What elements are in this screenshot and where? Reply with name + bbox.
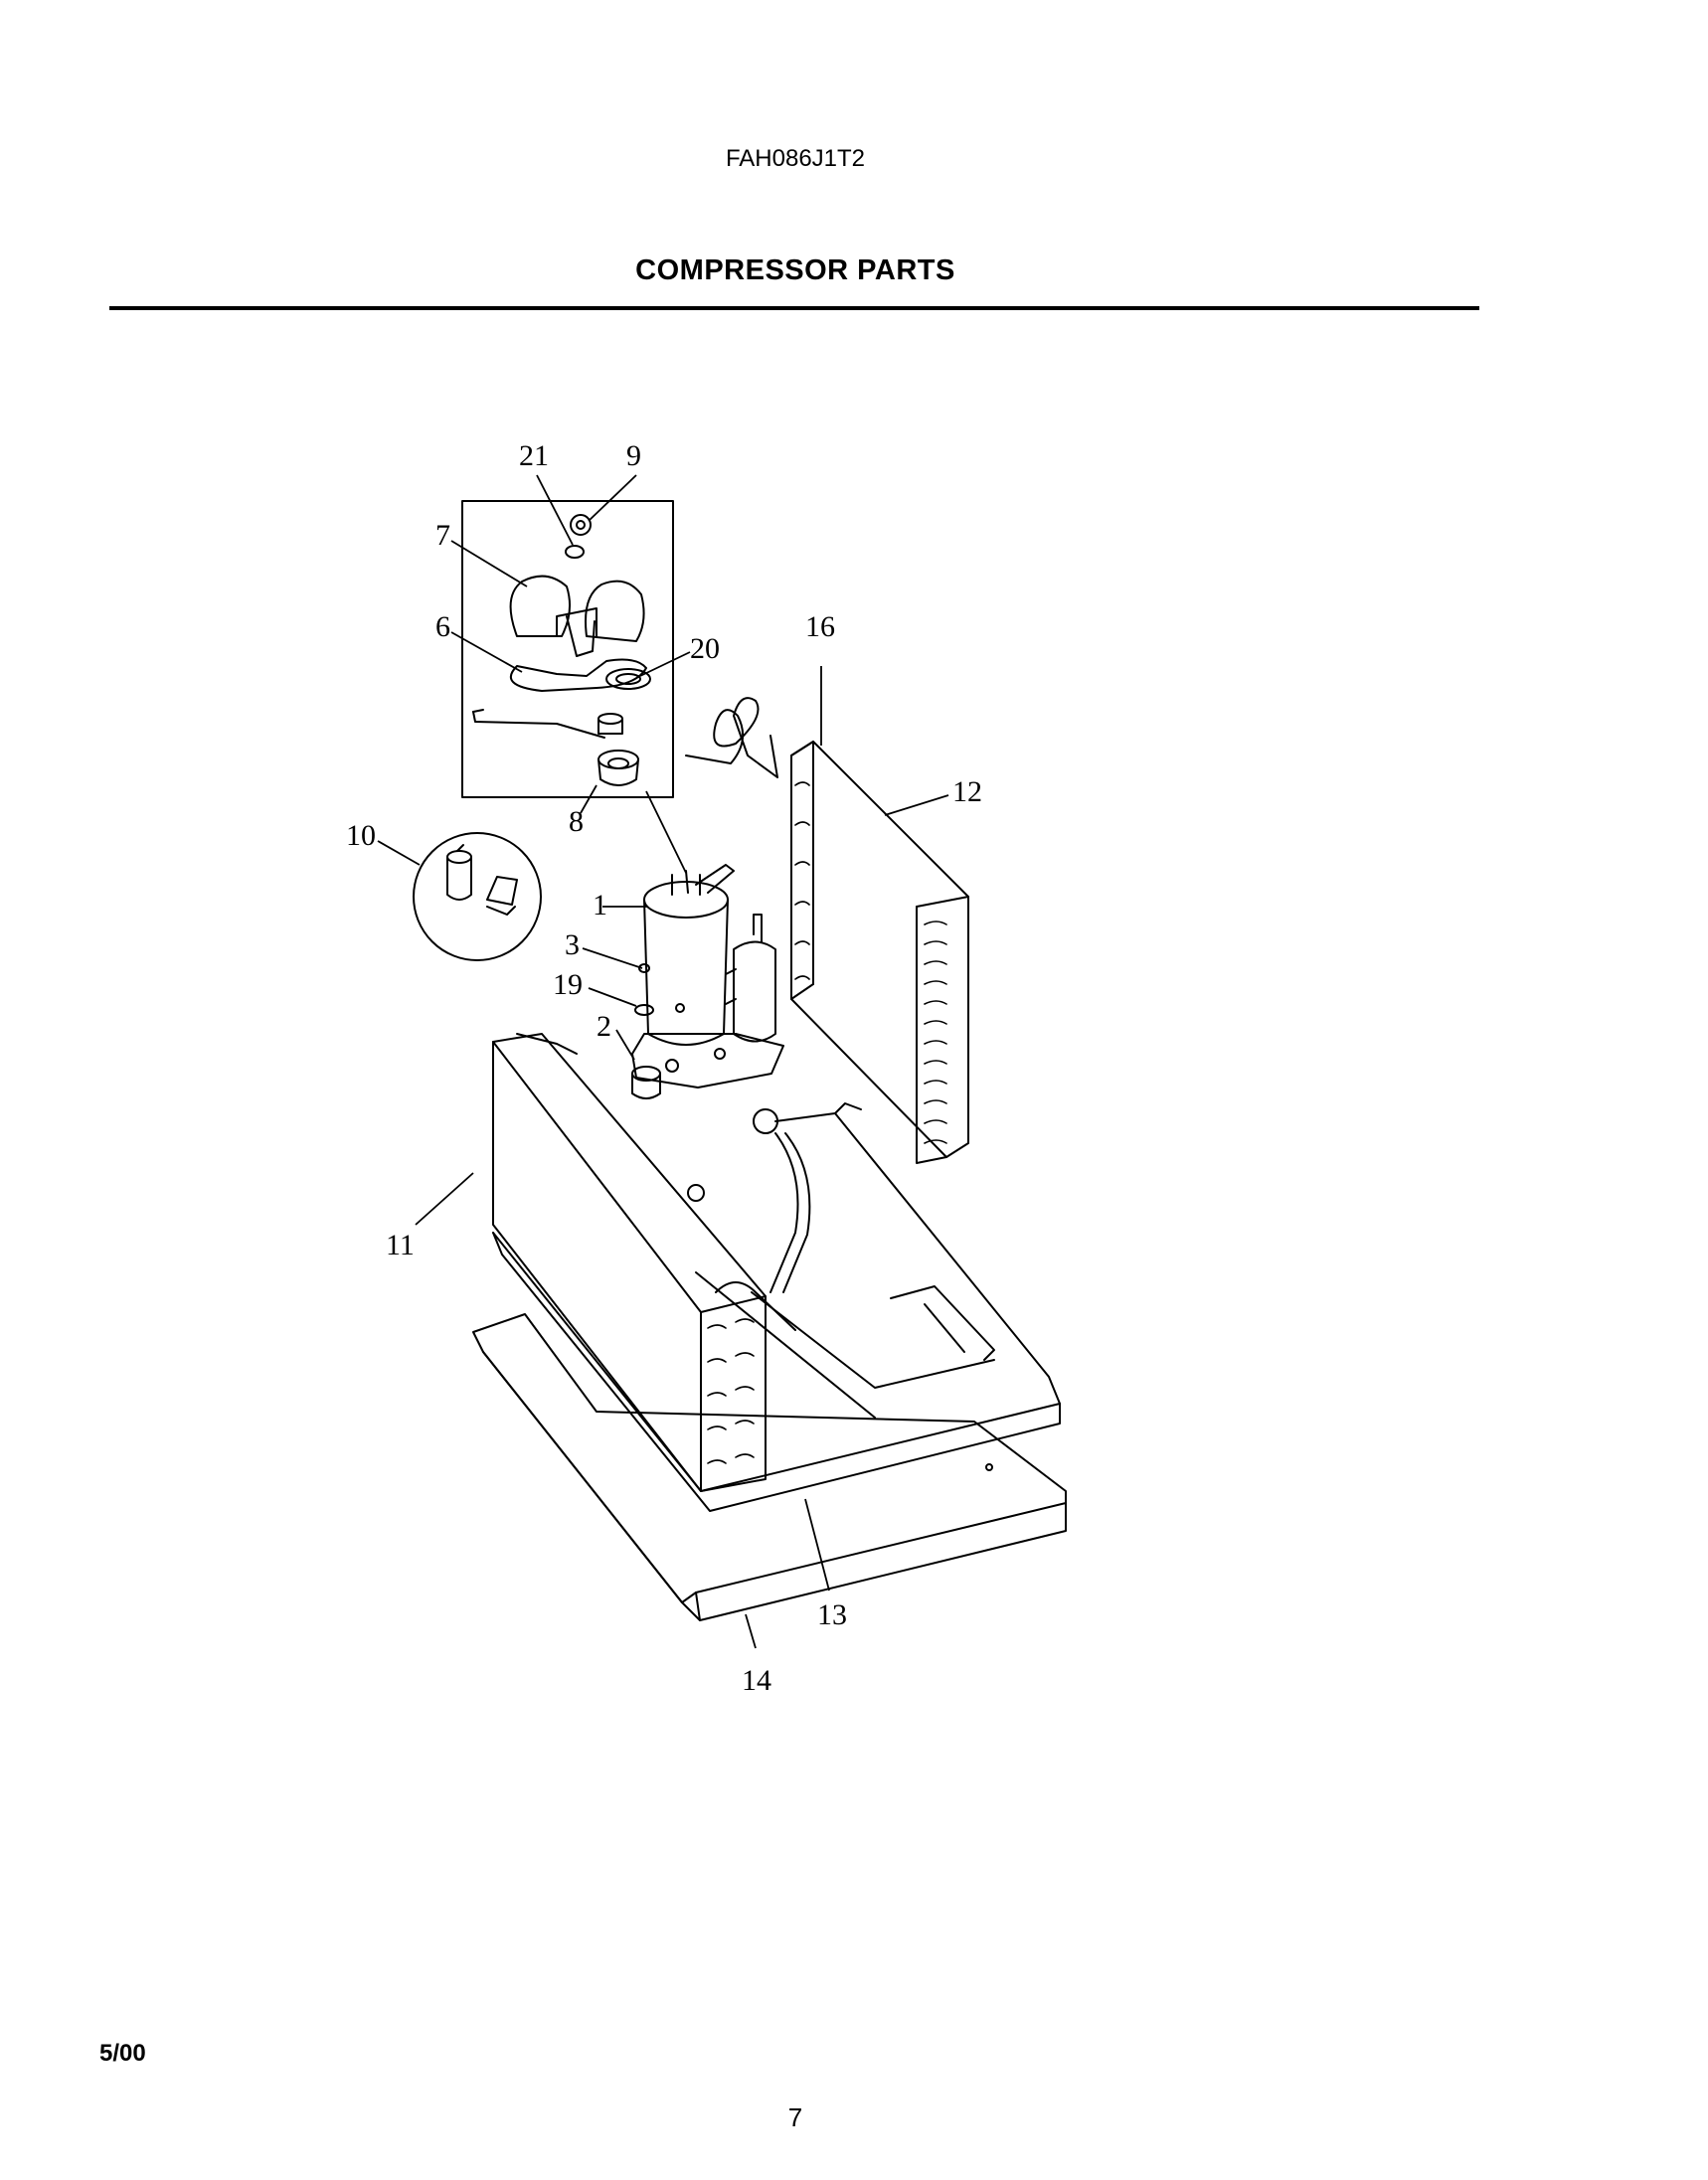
- callout-10: 10: [346, 819, 376, 852]
- callout-9: 9: [626, 439, 641, 472]
- page-title: COMPRESSOR PARTS: [635, 254, 955, 286]
- capacitor-detail-circle: [413, 832, 542, 961]
- condenser-coil: [790, 741, 969, 1164]
- callout-2: 2: [597, 1010, 611, 1043]
- callout-13: 13: [817, 1598, 847, 1631]
- callout-21: 21: [519, 439, 549, 472]
- callout-11: 11: [386, 1229, 415, 1261]
- revision-date: 5/00: [99, 2040, 146, 2067]
- drain-pan: [472, 1313, 1067, 1621]
- leader-lines: [377, 474, 949, 1649]
- callout-6: 6: [435, 610, 450, 643]
- base-pan: [492, 1102, 1061, 1512]
- callout-20: 20: [690, 632, 720, 665]
- callout-3: 3: [565, 928, 580, 961]
- callout-7: 7: [435, 519, 450, 552]
- terminal-parts-inset: [461, 500, 674, 798]
- capillary-tube: [685, 697, 778, 778]
- model-number: FAH086J1T2: [725, 145, 866, 172]
- callout-1: 1: [593, 889, 607, 922]
- callout-14: 14: [742, 1664, 771, 1697]
- callout-8: 8: [569, 805, 584, 838]
- evaporator-coil: [492, 1033, 767, 1492]
- page-number: 7: [787, 2102, 803, 2132]
- title-rule: [109, 306, 1479, 310]
- compressor: [631, 864, 784, 1099]
- callout-19: 19: [553, 968, 583, 1001]
- callout-12: 12: [952, 775, 982, 808]
- callout-16: 16: [805, 610, 835, 643]
